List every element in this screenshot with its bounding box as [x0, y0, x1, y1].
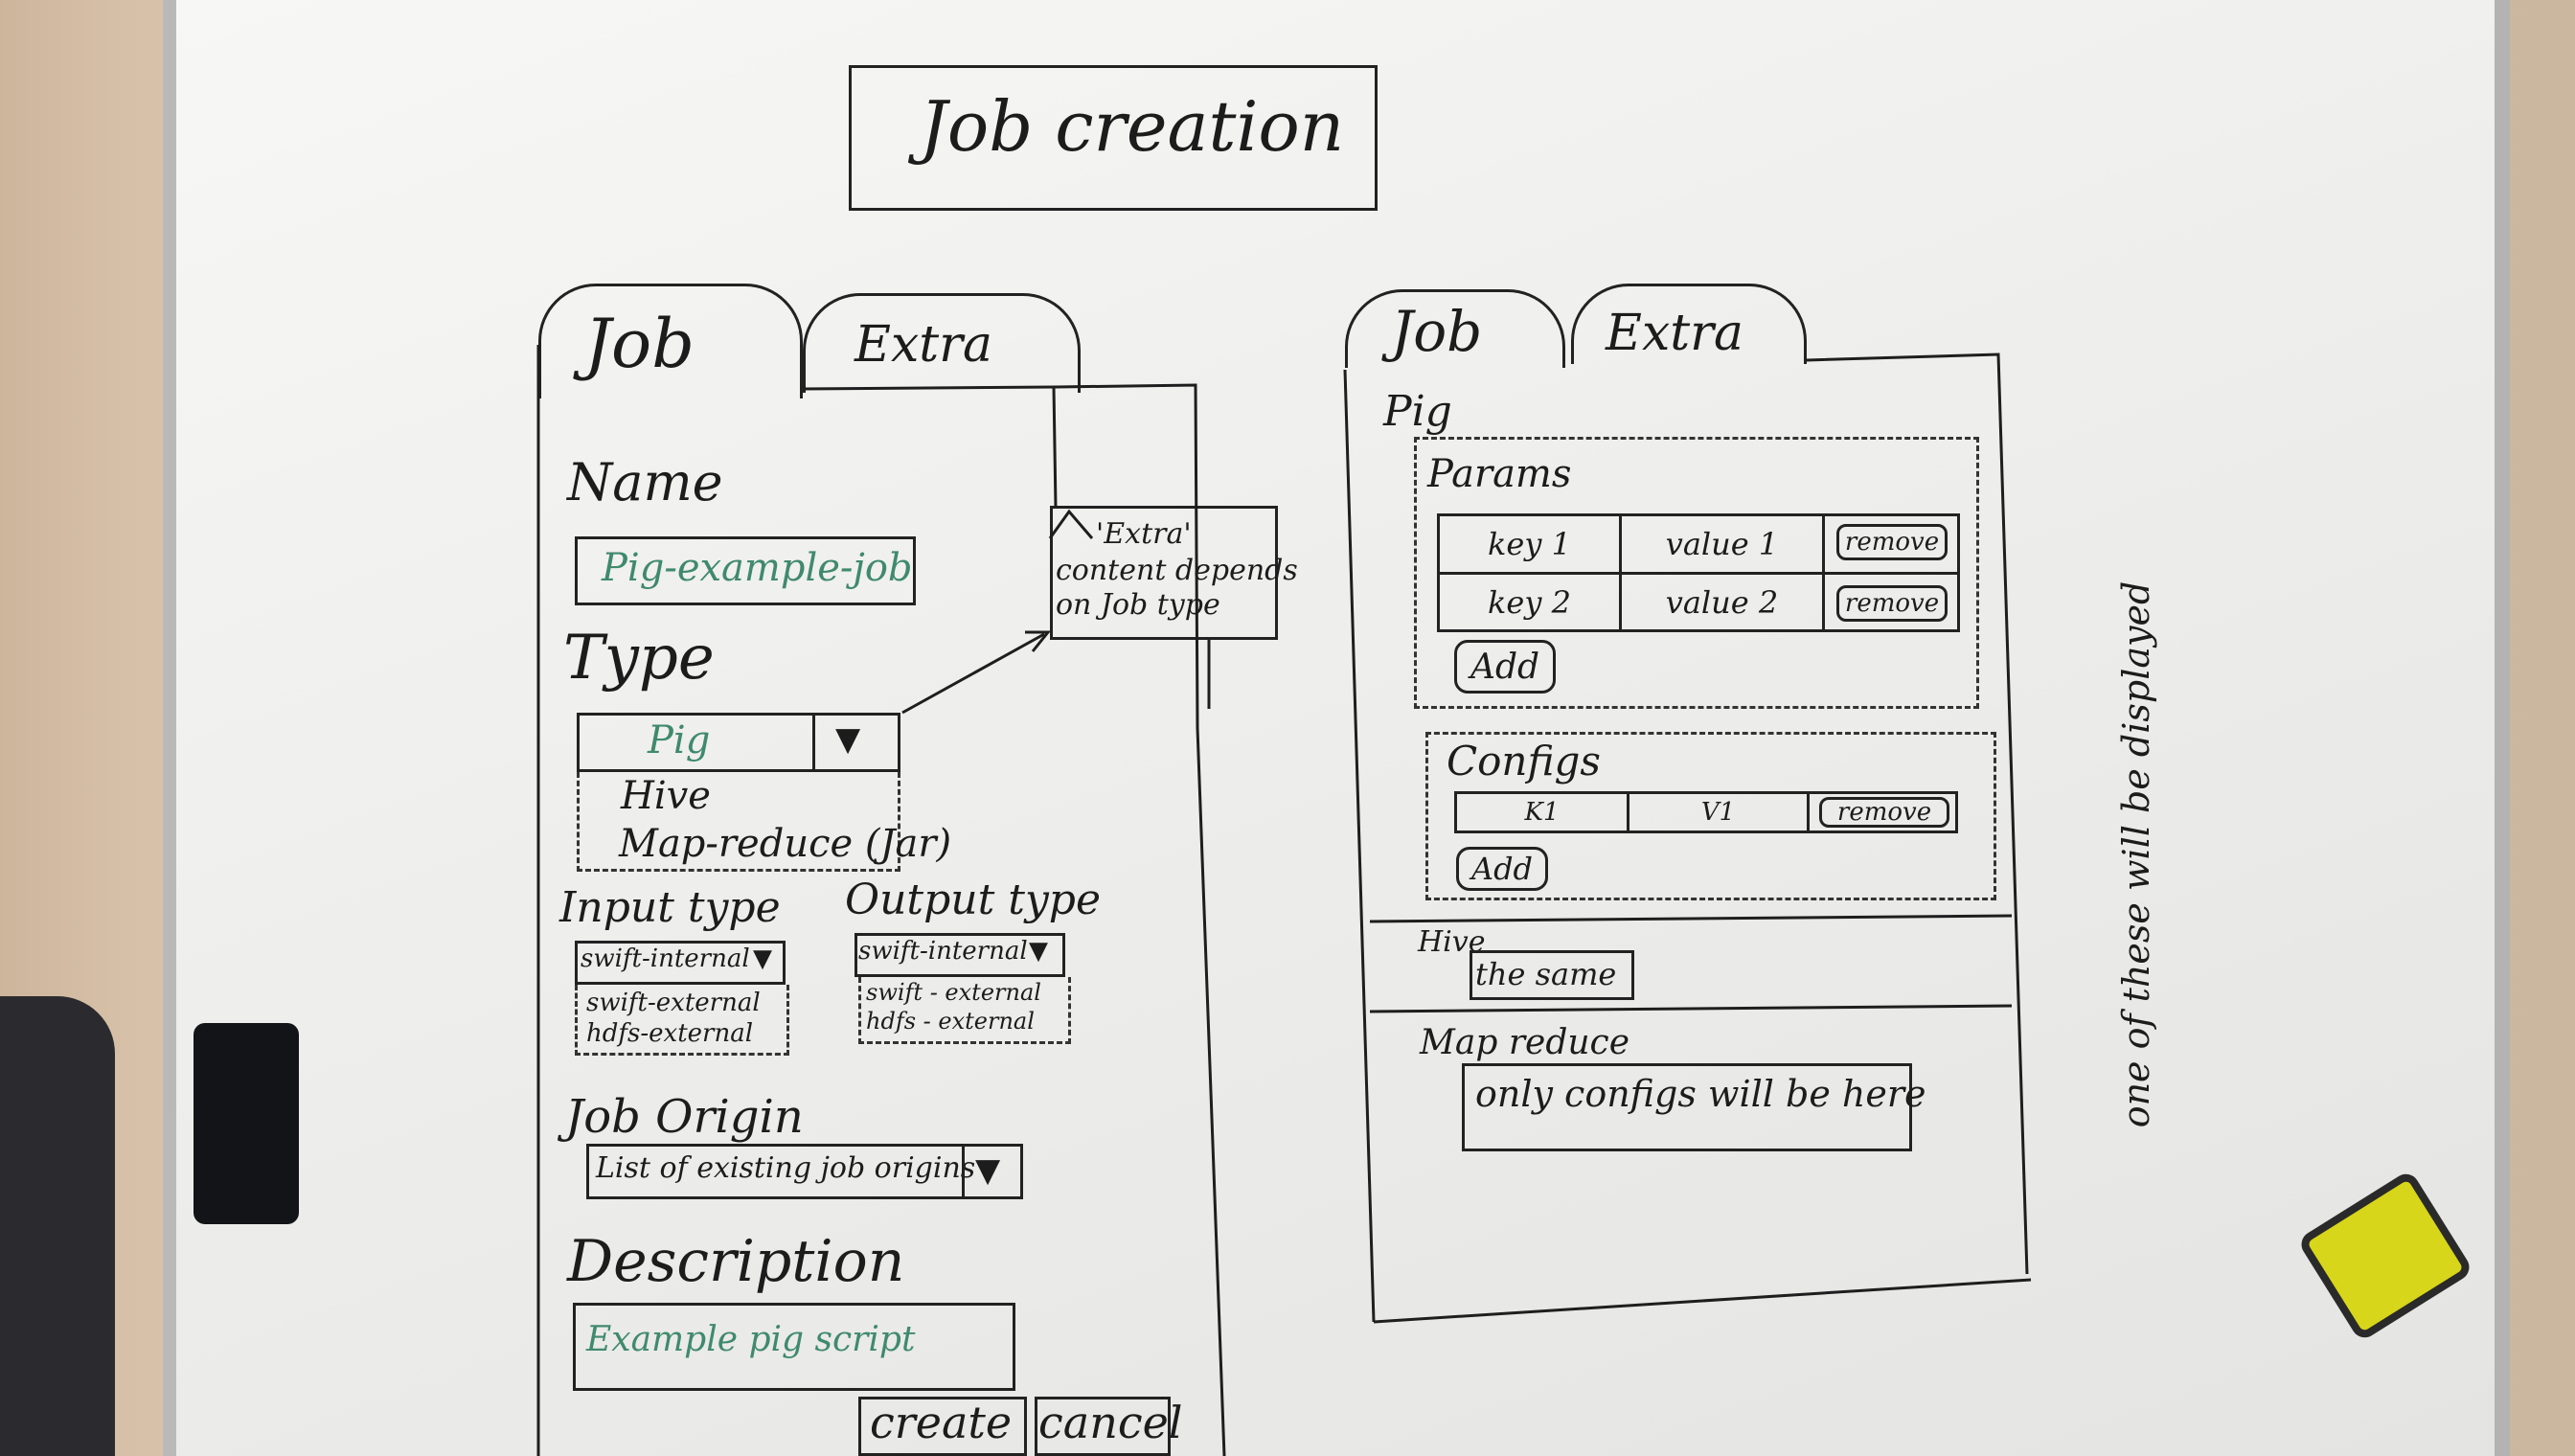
tab-extra[interactable]: [803, 293, 1081, 393]
note-line-3: on Job type: [1056, 588, 1220, 622]
tab-job-right-label: Job: [1391, 299, 1483, 364]
left-panel-top-line: [802, 383, 1226, 1456]
output-option-1[interactable]: swift - external: [866, 979, 1041, 1006]
right-panel-top-line: [1806, 353, 2029, 1275]
triangle-down-icon[interactable]: ▼: [835, 720, 861, 759]
eraser: [194, 1023, 299, 1224]
right-panel-bottom-line: [1373, 1278, 2032, 1324]
param-key-1[interactable]: key 1: [1440, 516, 1622, 572]
job-origin-select[interactable]: [586, 1144, 1023, 1199]
output-selected-value: swift-internal: [858, 937, 1028, 966]
type-select[interactable]: [577, 713, 900, 772]
tab-job[interactable]: [538, 284, 803, 398]
output-options-list: [858, 977, 1071, 1044]
configs-add-button[interactable]: Add: [1456, 847, 1548, 891]
title-box: [849, 65, 1378, 211]
hive-value: the same: [1475, 956, 1617, 992]
input-option-2[interactable]: hdfs-external: [586, 1019, 754, 1048]
job-origin-value: List of existing job origins: [596, 1151, 976, 1185]
triangle-down-icon[interactable]: ▼: [975, 1151, 1001, 1190]
name-value: Pig-example-job: [602, 546, 913, 590]
params-label: Params: [1427, 452, 1572, 496]
arrow-line: [901, 632, 1045, 715]
create-button[interactable]: [858, 1397, 1027, 1456]
configs-section: [1425, 732, 1996, 900]
right-pig-divider: [1369, 914, 2013, 923]
note-line-1: 'Extra': [1096, 517, 1192, 551]
param-remove-button-2[interactable]: remove: [1836, 585, 1948, 622]
tab-job-label: Job: [584, 305, 695, 383]
note-box: [1050, 506, 1278, 640]
config-value-1[interactable]: V1: [1629, 794, 1810, 830]
pig-label: Pig: [1383, 387, 1452, 436]
tab-extra-label: Extra: [855, 316, 993, 374]
triangle-down-icon[interactable]: ▼: [1029, 937, 1048, 966]
type-label: Type: [563, 623, 715, 694]
input-type-select[interactable]: [575, 941, 786, 985]
output-type-label: Output type: [845, 876, 1102, 924]
description-value: Example pig script: [586, 1320, 916, 1359]
param-remove-button-1[interactable]: remove: [1836, 524, 1948, 560]
create-button-label: create: [870, 1397, 1013, 1448]
job-origin-divider: [962, 1144, 965, 1199]
param-value-1[interactable]: value 1: [1622, 516, 1825, 572]
hive-label: Hive: [1418, 925, 1486, 959]
output-option-2[interactable]: hdfs - external: [866, 1008, 1035, 1035]
config-key-1[interactable]: K1: [1457, 794, 1629, 830]
folded-note-icon: [1048, 509, 1094, 539]
config-remove-button-1[interactable]: remove: [1819, 797, 1949, 828]
input-options-list: [575, 985, 789, 1056]
name-label: Name: [567, 452, 723, 512]
description-field[interactable]: [573, 1303, 1015, 1391]
type-dropdown-divider: [812, 713, 815, 772]
mapreduce-value-box: [1462, 1063, 1912, 1151]
output-type-select[interactable]: [855, 933, 1065, 977]
triangle-down-icon[interactable]: ▼: [753, 944, 772, 973]
type-option-hive[interactable]: Hive: [621, 774, 711, 818]
params-table: key 1 value 1 remove key 2 value 2 remov…: [1437, 513, 1960, 632]
input-type-label: Input type: [559, 883, 781, 932]
params-section: [1414, 437, 1979, 709]
input-option-1[interactable]: swift-external: [586, 989, 761, 1017]
tab-extra-right-label: Extra: [1606, 305, 1744, 362]
params-row-divider: [1440, 572, 1957, 575]
arrow-head: [1025, 630, 1052, 652]
type-selected-value: Pig: [648, 718, 711, 762]
param-value-2[interactable]: value 2: [1622, 575, 1825, 630]
left-extra-connector: [1052, 386, 1058, 509]
type-options-list: [577, 772, 900, 872]
configs-label: Configs: [1447, 738, 1601, 785]
type-option-mapreduce[interactable]: Map-reduce (Jar): [619, 822, 952, 866]
param-key-2[interactable]: key 2: [1440, 575, 1622, 630]
name-field[interactable]: [575, 536, 916, 605]
right-hive-divider: [1369, 1004, 2013, 1013]
cancel-button-label: cancel: [1038, 1397, 1183, 1448]
dark-object: [0, 996, 115, 1456]
input-selected-value: swift-internal: [581, 944, 750, 973]
page-title: Job creation: [920, 86, 1345, 167]
note-line-2: content depends: [1056, 554, 1298, 587]
cancel-button[interactable]: [1035, 1397, 1171, 1456]
mapreduce-label: Map reduce: [1420, 1023, 1630, 1062]
description-label: Description: [567, 1228, 905, 1295]
right-panel-border: [1343, 369, 1376, 1323]
whiteboard: [163, 0, 2510, 1456]
mapreduce-value: only configs will be here: [1475, 1073, 1926, 1115]
hive-value-box: [1470, 950, 1634, 1000]
params-add-button[interactable]: Add: [1454, 640, 1556, 694]
configs-table: K1 V1 remove: [1454, 791, 1958, 833]
job-origin-label: Job Origin: [565, 1090, 804, 1144]
